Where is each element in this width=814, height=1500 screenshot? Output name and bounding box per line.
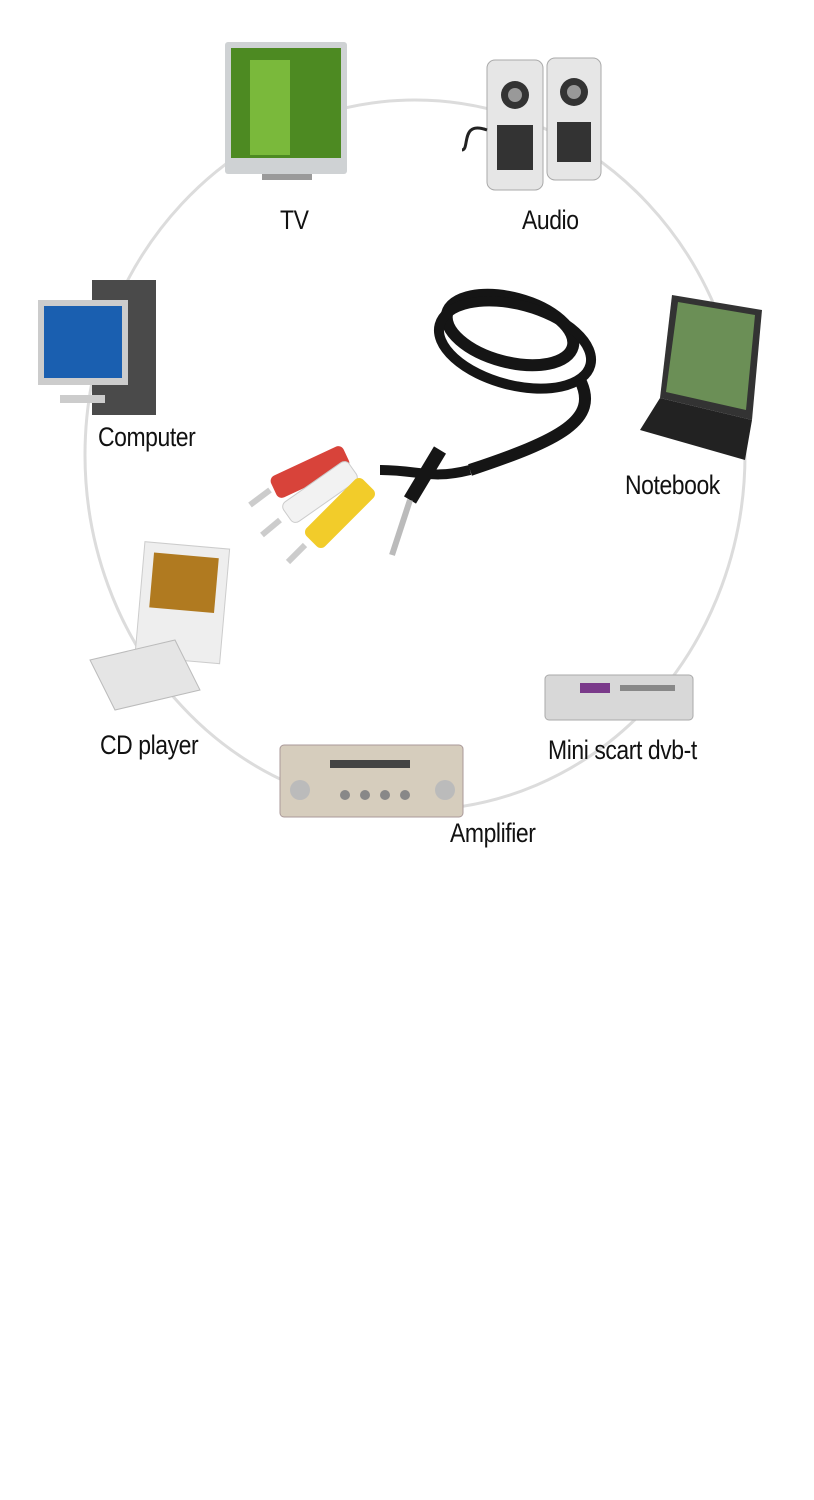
label-notebook: Notebook (625, 470, 720, 500)
label-computer: Computer (98, 422, 196, 452)
computer-image (38, 280, 156, 415)
amplifier-image (279, 744, 464, 818)
label-tv: TV (280, 205, 309, 235)
label-audio: Audio (522, 205, 579, 235)
mini-scart-image (544, 674, 694, 721)
connection-diagram (38, 42, 762, 818)
speakers-image (461, 57, 602, 191)
label-amplifier: Amplifier (450, 818, 536, 848)
notebook-image (640, 295, 762, 460)
label-cd-player: CD player (100, 730, 199, 760)
tv-image (225, 42, 347, 180)
label-mini-scart: Mini scart dvb-t (548, 735, 697, 765)
cd-player-image (89, 541, 231, 711)
av-cable-image (248, 288, 597, 565)
